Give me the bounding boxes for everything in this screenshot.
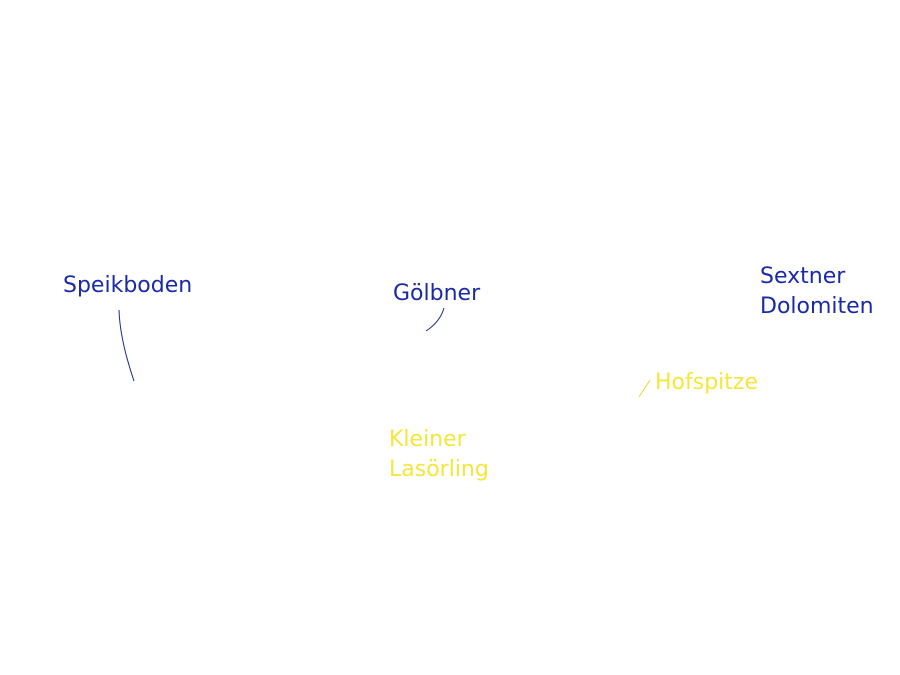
label-kleiner-lasoerling-line1: Kleiner <box>389 427 466 452</box>
speikboden-leader-line <box>118 309 135 382</box>
label-goelbner-text: Gölbner <box>393 281 481 306</box>
label-speikboden-text: Speikboden <box>63 273 193 298</box>
goelbner-leader-line <box>425 307 445 332</box>
label-hofspitze: Hofspitze <box>655 368 758 398</box>
label-kleiner-lasoerling-line2: Lasörling <box>389 457 489 482</box>
label-speikboden: Speikboden <box>63 271 192 301</box>
label-hofspitze-text: Hofspitze <box>655 370 758 395</box>
label-goelbner: Gölbner <box>393 279 480 309</box>
label-kleiner-lasoerling: Kleiner Lasörling <box>389 425 489 485</box>
hofspitze-leader-line <box>638 379 651 398</box>
label-sextner-dolomiten-line1: Sextner <box>760 264 846 289</box>
label-sextner-dolomiten-line2: Dolomiten <box>760 294 874 319</box>
label-sextner-dolomiten: Sextner Dolomiten <box>760 262 874 322</box>
